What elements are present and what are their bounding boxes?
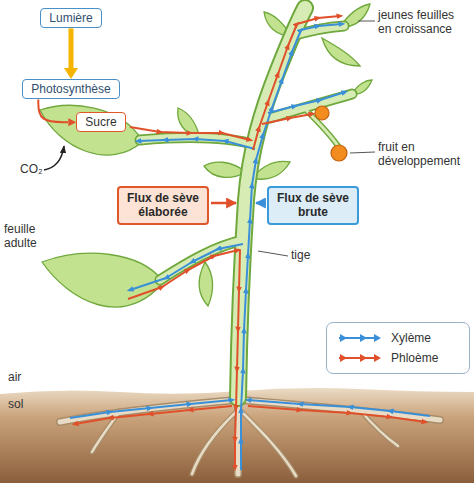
zone-label: air xyxy=(8,370,21,384)
legend-box: XylèmePhloème xyxy=(326,322,470,374)
legend-row: Xylème xyxy=(337,328,459,348)
roots xyxy=(242,400,440,420)
co2-arrow xyxy=(44,146,64,170)
phloem-flow xyxy=(130,127,250,140)
connector-line xyxy=(68,28,73,68)
flow-box: Flux de sève élaborée xyxy=(117,186,209,225)
gas-label: CO₂ xyxy=(20,162,43,176)
roots xyxy=(192,412,236,474)
legend-arrowhead xyxy=(360,354,367,362)
roots xyxy=(60,396,440,476)
arrowhead xyxy=(68,118,76,126)
phloem-flow xyxy=(235,250,240,468)
process-box: Photosynthèse xyxy=(22,79,119,99)
roots xyxy=(60,400,236,422)
legend-arrowhead xyxy=(374,334,381,342)
node-text: Sucre xyxy=(85,115,116,129)
flow-arrow xyxy=(38,99,76,126)
input-box: Lumière xyxy=(40,8,101,28)
flux-arrow xyxy=(211,202,266,205)
arrowhead xyxy=(64,68,78,79)
roots xyxy=(60,396,440,474)
node-text: Lumière xyxy=(49,11,92,25)
fruits xyxy=(315,106,329,120)
zone-label: sol xyxy=(8,397,23,411)
leaves xyxy=(42,253,162,307)
legend-arrowhead xyxy=(374,354,381,362)
roots xyxy=(192,412,236,474)
leaves xyxy=(40,4,372,307)
flux-arrow xyxy=(211,202,236,205)
roots xyxy=(60,396,440,474)
leaves xyxy=(40,105,142,155)
leader-line xyxy=(350,152,375,153)
legend-arrowhead xyxy=(360,334,367,342)
fruits xyxy=(331,145,347,161)
flow-arrow xyxy=(64,28,78,79)
part-label: jeunes feuilles en croissance xyxy=(378,8,470,37)
product-box: Sucre xyxy=(76,112,125,132)
xylem-flow xyxy=(70,24,430,470)
leaves xyxy=(322,38,360,66)
part-label: fruit en développement xyxy=(378,140,470,169)
fruits xyxy=(315,106,347,161)
legend-text: Xylème xyxy=(391,331,431,345)
part-label: tige xyxy=(291,248,310,262)
roots xyxy=(242,412,296,476)
roots xyxy=(242,400,440,420)
roots xyxy=(92,410,398,476)
legend-arrowhead xyxy=(340,334,347,342)
legend-row: Phloème xyxy=(337,348,459,368)
phloem-flow xyxy=(253,16,340,150)
xylem-flow xyxy=(130,244,243,290)
phloem-flow xyxy=(248,406,425,422)
node-text: Flux de sève brute xyxy=(272,191,354,220)
leader-line xyxy=(358,21,375,22)
leader-line xyxy=(258,251,288,256)
legend-swatch xyxy=(337,352,383,364)
roots xyxy=(60,400,236,422)
connector-line xyxy=(38,99,68,122)
flow-box: Flux de sève brute xyxy=(267,186,359,225)
legend-text: Phloème xyxy=(391,351,438,365)
stem xyxy=(140,26,352,280)
leader-line xyxy=(258,21,375,256)
node-text: Photosynthèse xyxy=(31,82,110,96)
phloem-flow xyxy=(75,406,232,424)
leaves xyxy=(199,262,212,306)
xylem-flow xyxy=(138,139,255,149)
phloem-flow xyxy=(128,250,238,299)
xylem-flow xyxy=(268,92,345,113)
legend-swatch xyxy=(337,332,383,344)
phloem-flow xyxy=(75,16,425,468)
stem xyxy=(305,104,338,146)
roots xyxy=(242,412,296,476)
legend-arrowhead xyxy=(340,354,347,362)
flux-arrow xyxy=(256,202,266,205)
part-label: feuille adulte xyxy=(4,222,56,251)
co2-arrow xyxy=(44,146,64,170)
node-text: Flux de sève élaborée xyxy=(122,191,204,220)
roots xyxy=(92,410,398,476)
phloem-flow xyxy=(262,114,312,124)
